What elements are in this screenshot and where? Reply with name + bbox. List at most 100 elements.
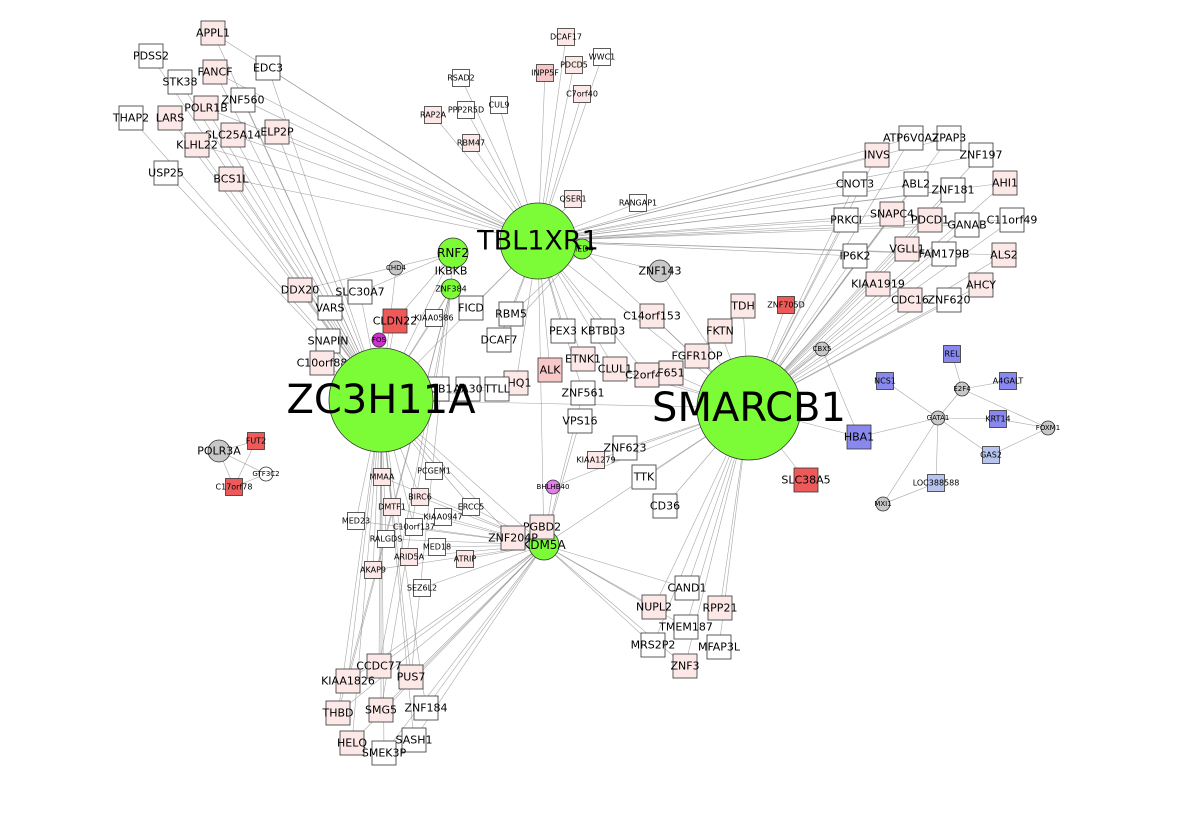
node-slc38a5[interactable]: SLC38A5 xyxy=(781,467,831,493)
node-inpp5f[interactable]: INPP5F xyxy=(531,64,559,82)
node-chd4[interactable]: CHD4 xyxy=(386,260,407,276)
node-znf204p[interactable]: ZNF204P xyxy=(488,525,538,551)
node-med18[interactable]: MED18 xyxy=(423,538,451,556)
node-tbl1xr1[interactable]: TBL1XR1 xyxy=(476,202,599,280)
node-invs[interactable]: INVS xyxy=(864,142,890,168)
node-pus7[interactable]: PUS7 xyxy=(397,664,426,690)
node-rnf2[interactable]: RNF2 xyxy=(437,237,469,269)
node-slc25a14[interactable]: SLC25A14 xyxy=(205,122,261,148)
node-ercc5[interactable]: ERCC5 xyxy=(458,498,484,516)
node-kiaa1919[interactable]: KIAA1919 xyxy=(851,271,905,297)
node-fktn[interactable]: FKTN xyxy=(706,318,734,344)
node-klhl22[interactable]: KLHL22 xyxy=(176,132,218,158)
node-elp2p[interactable]: ELP2P xyxy=(260,119,294,145)
node-arid5a[interactable]: ARID5A xyxy=(394,548,425,566)
node-f651[interactable]: F651 xyxy=(657,360,685,386)
node-ralgds[interactable]: RALGDS xyxy=(370,530,403,548)
node-med23[interactable]: MED23 xyxy=(342,512,370,530)
node-pex3[interactable]: PEX3 xyxy=(549,318,577,344)
node-cbx5[interactable]: CBX5 xyxy=(813,341,832,357)
node-a4galt[interactable]: A4GALT xyxy=(993,372,1024,390)
node-znf384[interactable]: ZNF384 xyxy=(435,278,467,300)
node-thbd[interactable]: THBD xyxy=(321,700,354,726)
node-c10orf88[interactable]: C10orf88 xyxy=(297,350,348,376)
node-znf705d[interactable]: ZNF705D xyxy=(767,296,805,314)
node-als2[interactable]: ALS2 xyxy=(990,242,1018,268)
node-cdc16[interactable]: CDC16 xyxy=(891,287,929,313)
node-znf560[interactable]: ZNF560 xyxy=(221,87,265,113)
node-snapc4[interactable]: SNAPC4 xyxy=(870,201,914,227)
node-pdcd5[interactable]: PDCD5 xyxy=(560,56,588,74)
node-snapin[interactable]: SNAPIN xyxy=(308,328,349,354)
node-thap2[interactable]: THAP2 xyxy=(112,105,149,131)
node-zpap3[interactable]: ZPAP3 xyxy=(932,125,967,151)
node-usp25[interactable]: USP25 xyxy=(148,160,184,186)
node-nupl2[interactable]: NUPL2 xyxy=(636,594,672,620)
node-birc6[interactable]: BIRC6 xyxy=(408,488,432,506)
node-c14orf153[interactable]: C14orf153 xyxy=(623,303,681,329)
node-cnot3[interactable]: CNOT3 xyxy=(836,171,874,197)
node-etnk1[interactable]: ETNK1 xyxy=(565,346,601,372)
node-znf184[interactable]: ZNF184 xyxy=(404,695,448,721)
node-loc388588[interactable]: LOC388588 xyxy=(913,474,960,492)
node-fancf[interactable]: FANCF xyxy=(197,59,233,85)
node-pdcd1[interactable]: PDCD1 xyxy=(911,207,949,233)
node-sez6l2[interactable]: SEZ6L2 xyxy=(407,579,437,597)
node-hba1[interactable]: HBA1 xyxy=(844,424,874,450)
node-kbtbd3[interactable]: KBTBD3 xyxy=(581,318,626,344)
node-kiaa1826[interactable]: KIAA1826 xyxy=(321,668,375,694)
node-ppp2r5d[interactable]: PPP2R5D xyxy=(448,101,484,119)
node-foxm1[interactable]: FOXM1 xyxy=(1036,420,1060,436)
node-pdss2[interactable]: PDSS2 xyxy=(133,43,169,69)
node-dcaf17[interactable]: DCAF17 xyxy=(550,28,582,46)
node-kiaa0947[interactable]: KIAA0947 xyxy=(423,508,463,526)
node-dcaf7[interactable]: DCAF7 xyxy=(480,327,518,353)
node-rsad2[interactable]: RSAD2 xyxy=(447,69,475,87)
node-bcs1l[interactable]: BCS1L xyxy=(213,166,249,192)
node-rpp21[interactable]: RPP21 xyxy=(703,595,738,621)
node-prkci[interactable]: PRKCI xyxy=(830,207,862,233)
node-cd36[interactable]: CD36 xyxy=(650,493,680,519)
node-zc3h11a[interactable]: ZC3H11A xyxy=(286,347,476,453)
node-kiaa0586[interactable]: KIAA0586 xyxy=(414,309,454,327)
node-znf561[interactable]: ZNF561 xyxy=(561,380,605,406)
node-fut2[interactable]: FUT2 xyxy=(246,432,266,450)
node-dmtf1[interactable]: DMTF1 xyxy=(378,498,406,516)
node-e2f4[interactable]: E2F4 xyxy=(953,381,971,397)
node-vgll1[interactable]: VGLL1 xyxy=(889,236,925,262)
node-krt14[interactable]: KRT14 xyxy=(985,410,1011,428)
node-znf181[interactable]: ZNF181 xyxy=(931,177,975,203)
node-gtf3c2[interactable]: GTF3C2 xyxy=(252,466,280,482)
node-fam179b[interactable]: FAM179B xyxy=(919,241,970,267)
node-ncs1[interactable]: NCS1 xyxy=(874,372,896,390)
node-polr3a[interactable]: POLR3A xyxy=(197,439,241,463)
node-cul9[interactable]: CUL9 xyxy=(489,96,510,114)
node-mmaa[interactable]: MMAA xyxy=(370,468,396,486)
node-rbm47[interactable]: RBM47 xyxy=(457,134,485,152)
node-tdh[interactable]: TDH xyxy=(730,293,756,319)
node-fos[interactable]: FOS xyxy=(371,332,387,348)
node-ddx20[interactable]: DDX20 xyxy=(281,277,319,303)
node-c17orf78[interactable]: C17orf78 xyxy=(216,478,253,496)
node-bhlhb40[interactable]: BHLHB40 xyxy=(537,479,570,495)
node-helq[interactable]: HELQ xyxy=(337,730,367,756)
node-c7orf40[interactable]: C7orf40 xyxy=(566,85,598,103)
node-clul1[interactable]: CLUL1 xyxy=(598,356,632,382)
node-gata1[interactable]: GATA1 xyxy=(927,410,950,426)
node-ahi1[interactable]: AHI1 xyxy=(992,170,1018,196)
node-abl2[interactable]: ABL2 xyxy=(902,171,930,197)
node-znf197[interactable]: ZNF197 xyxy=(959,142,1003,168)
node-znf620[interactable]: ZNF620 xyxy=(927,287,971,313)
node-ip6k2[interactable]: IP6K2 xyxy=(839,243,871,269)
node-kiaa1279[interactable]: KIAA1279 xyxy=(576,451,616,469)
node-slc30a7[interactable]: SLC30A7 xyxy=(335,279,385,305)
node-sash1[interactable]: SASH1 xyxy=(396,727,433,753)
node-rap2a[interactable]: RAP2A xyxy=(420,106,447,124)
node-edc3[interactable]: EDC3 xyxy=(253,55,283,81)
node-qser1[interactable]: QSER1 xyxy=(559,190,587,208)
node-pgbd2[interactable]: PGBD2 xyxy=(523,514,561,540)
node-ganab[interactable]: GANAB xyxy=(947,212,987,238)
node-ttk[interactable]: TTK xyxy=(631,464,657,490)
node-lars[interactable]: LARS xyxy=(156,105,185,131)
node-znf623[interactable]: ZNF623 xyxy=(603,435,647,461)
